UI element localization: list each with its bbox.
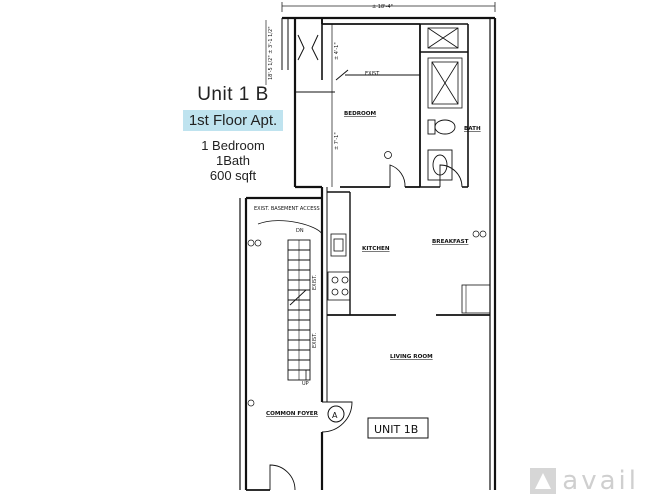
outlet-icon — [472, 230, 480, 238]
basement-door-swing — [257, 220, 323, 235]
floor-badge: 1st Floor Apt. — [182, 110, 284, 131]
kitchen-sink — [330, 233, 347, 257]
shower — [427, 57, 463, 109]
stair-up-label: UP — [302, 381, 309, 387]
kitchen-label: KITCHEN — [362, 246, 390, 252]
outlet-icon — [479, 230, 487, 238]
unit-tag: UNIT 1B — [374, 423, 418, 436]
bedroom-dim-upper: ± 4'-1" — [334, 42, 340, 60]
square-footage: 600 sqft — [209, 168, 257, 183]
outlet-icon — [254, 239, 262, 247]
smoke-detector-icon — [384, 151, 392, 159]
outlet-icon — [247, 399, 255, 407]
watermark-text: avail — [562, 466, 639, 496]
unit-entry-door — [321, 401, 353, 433]
bath-door — [439, 164, 463, 188]
bedroom-label: BEDROOM — [344, 111, 377, 117]
entry-marker-icon — [327, 405, 345, 423]
kitchen-counter — [327, 191, 351, 315]
bath-walls — [420, 23, 469, 188]
unit-info-panel: Unit 1 B 1st Floor Apt. 1 Bedroom 1Bath … — [170, 84, 296, 183]
toilet — [427, 119, 456, 135]
stair-exist-label: EXIST. — [312, 274, 318, 290]
bath-count: 1Bath — [216, 153, 250, 168]
closet-door-mark — [335, 69, 349, 81]
top-dimension-line — [281, 2, 496, 12]
unit-tag-box — [367, 417, 429, 439]
outlet-icon — [247, 239, 255, 247]
exist-closet-label: EXIST. — [365, 71, 381, 77]
bedroom-door — [389, 164, 406, 188]
top-dimension: ± 18'-4" — [372, 4, 393, 10]
living-room-label: LIVING ROOM — [390, 354, 433, 360]
unit-title: Unit 1 B — [197, 84, 269, 105]
staircase — [287, 239, 311, 381]
stair-exist-label: EXIST. — [312, 332, 318, 348]
stair-down-label: DN — [296, 228, 304, 234]
bedroom-count: 1 Bedroom — [201, 138, 265, 153]
breakfast-label: BREAKFAST — [432, 239, 469, 245]
bedroom-walls — [321, 18, 421, 188]
entry-marker-label: A — [332, 411, 338, 420]
fridge — [461, 284, 491, 314]
avail-logo-icon — [530, 468, 557, 494]
stove — [327, 271, 351, 301]
linen-closet — [427, 27, 459, 49]
bedroom-dim-lower: ± 7'-1" — [334, 132, 340, 150]
closet-doors — [281, 18, 323, 80]
side-dimension: 18'-5 1/2" ± 3'-1 1/2" — [268, 26, 274, 80]
avail-watermark: avail — [530, 466, 639, 496]
basement-access-label: EXIST. BASEMENT ACCESS — [254, 206, 320, 212]
common-foyer-label: COMMON FOYER — [266, 411, 319, 417]
exterior-walls — [239, 16, 497, 490]
bath-label: BATH — [464, 126, 481, 132]
foyer-entry-door — [269, 464, 296, 491]
